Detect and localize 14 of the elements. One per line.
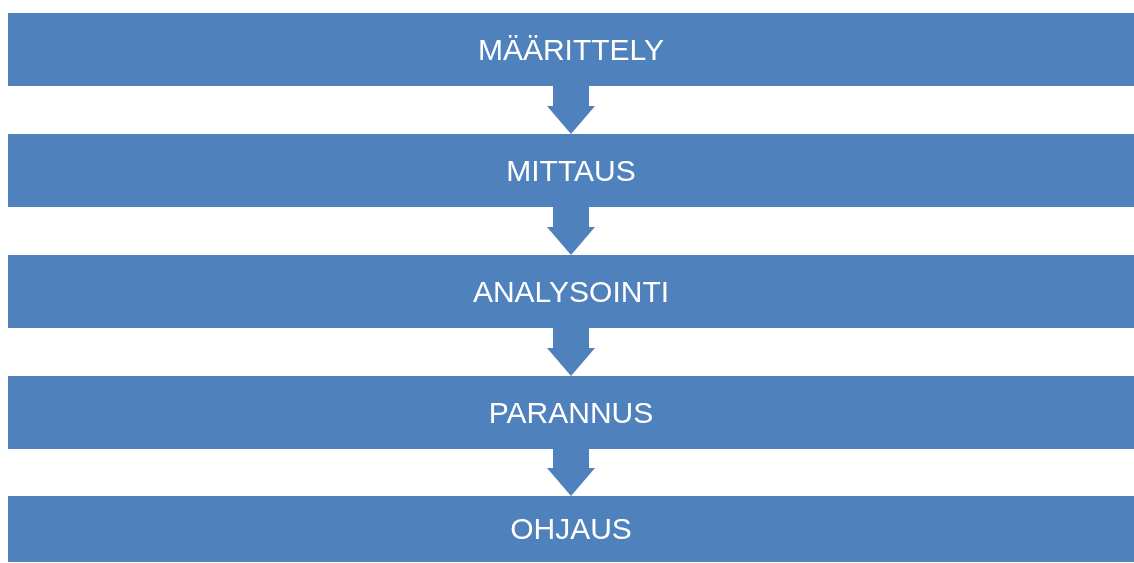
arrow [547,86,595,134]
process-box [8,496,1134,562]
arrow [547,449,595,496]
step-label: ANALYSOINTI [472,274,670,309]
step-label: MÄÄRITTELY [477,32,665,67]
process-box [8,13,1134,86]
process-box [8,255,1134,328]
arrow [547,328,595,376]
step-label: PARANNUS [488,395,654,430]
step-label: OHJAUS [510,512,632,546]
arrow [547,207,595,255]
process-box [8,134,1134,207]
process-box [8,376,1134,449]
step-label: MITTAUS [506,153,636,188]
